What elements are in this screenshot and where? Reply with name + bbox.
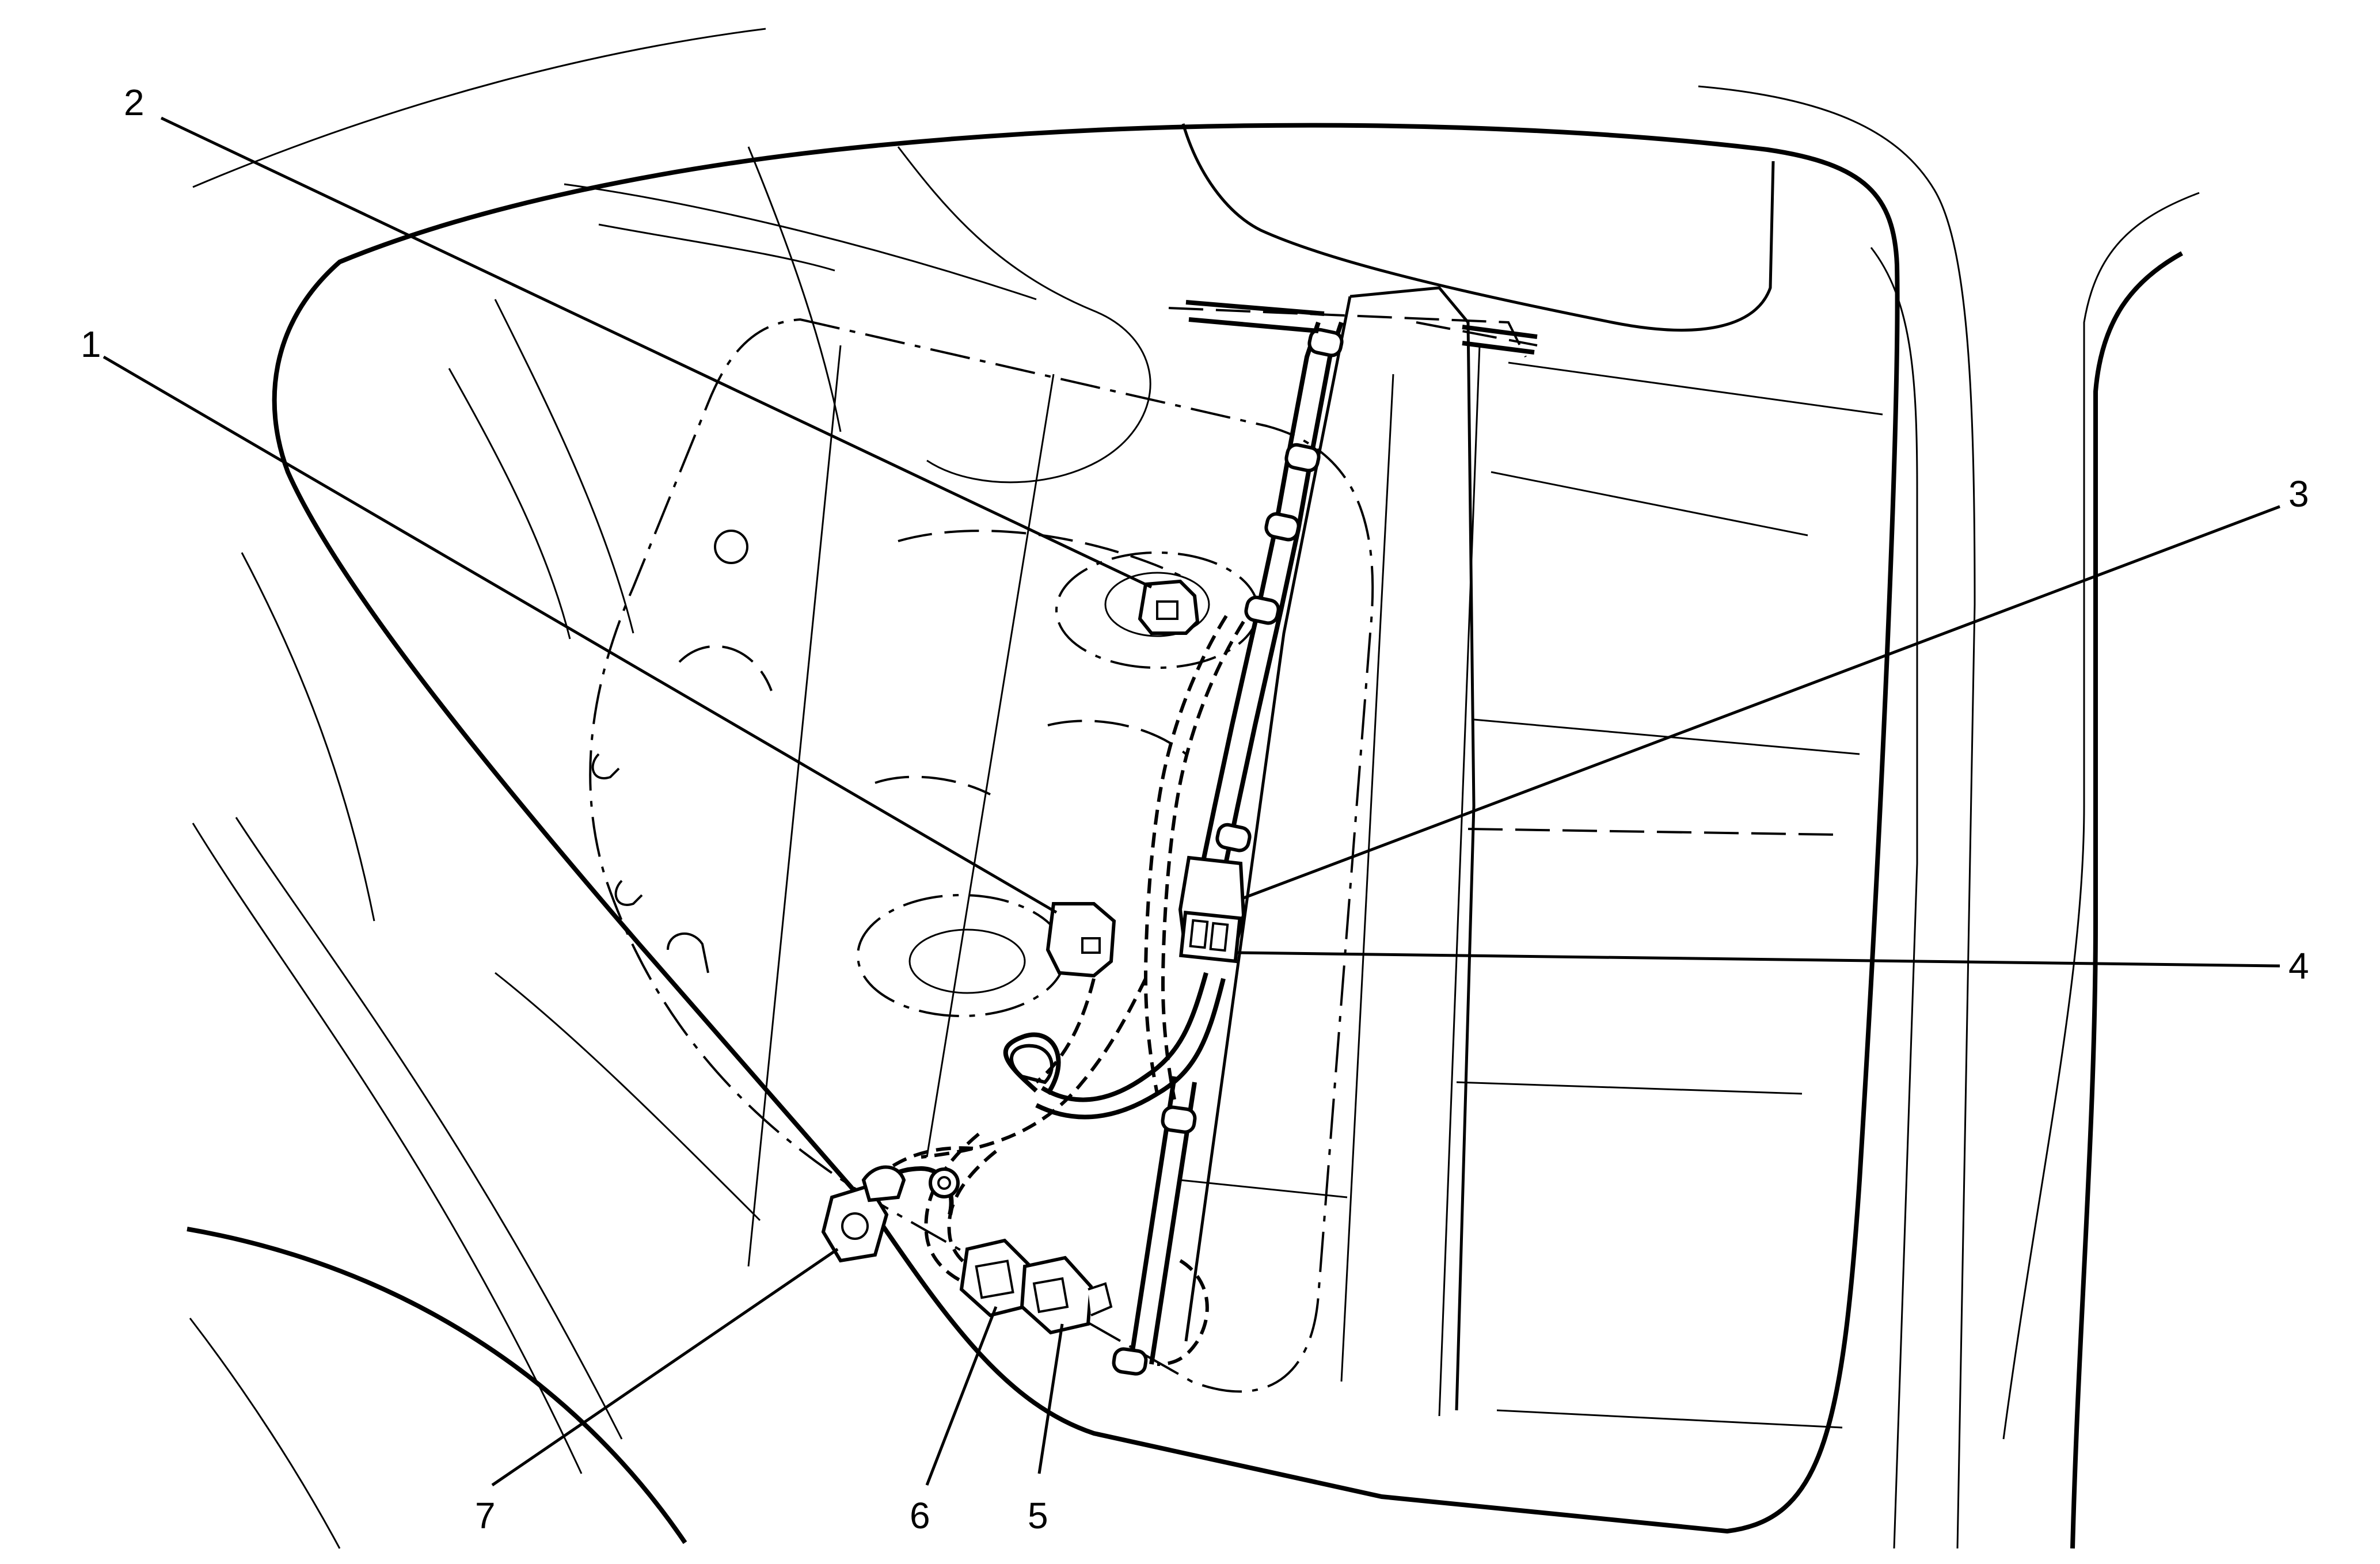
leader-line-5 [1037,1323,1064,1474]
vehicle-body-outline [187,28,2200,1549]
leader-line-4 [1237,951,2280,968]
callout-1: 1 [81,324,101,365]
leader-line-6 [925,1306,998,1486]
fuel-pump-connector-lower [1045,902,1116,978]
leader-lines [102,116,2280,1487]
callout-7: 7 [475,1495,496,1536]
harness-connector-4 [1178,910,1242,964]
leader-line-3 [1243,505,2280,900]
wiring-harness [861,300,1538,1376]
right-side-panel [1168,286,1883,1429]
components [821,579,1246,1335]
leader-line-7 [491,1247,839,1487]
callout-6: 6 [910,1495,930,1536]
leader-line-2 [160,116,1153,589]
callout-labels: 1 2 3 4 5 6 7 [81,82,2309,1536]
callout-5: 5 [1028,1495,1048,1536]
leader-line-1 [102,355,1058,914]
callout-2: 2 [124,82,145,123]
callout-3: 3 [2288,473,2309,515]
callout-4: 4 [2288,945,2309,987]
floor-opening-outline [272,123,1900,1534]
